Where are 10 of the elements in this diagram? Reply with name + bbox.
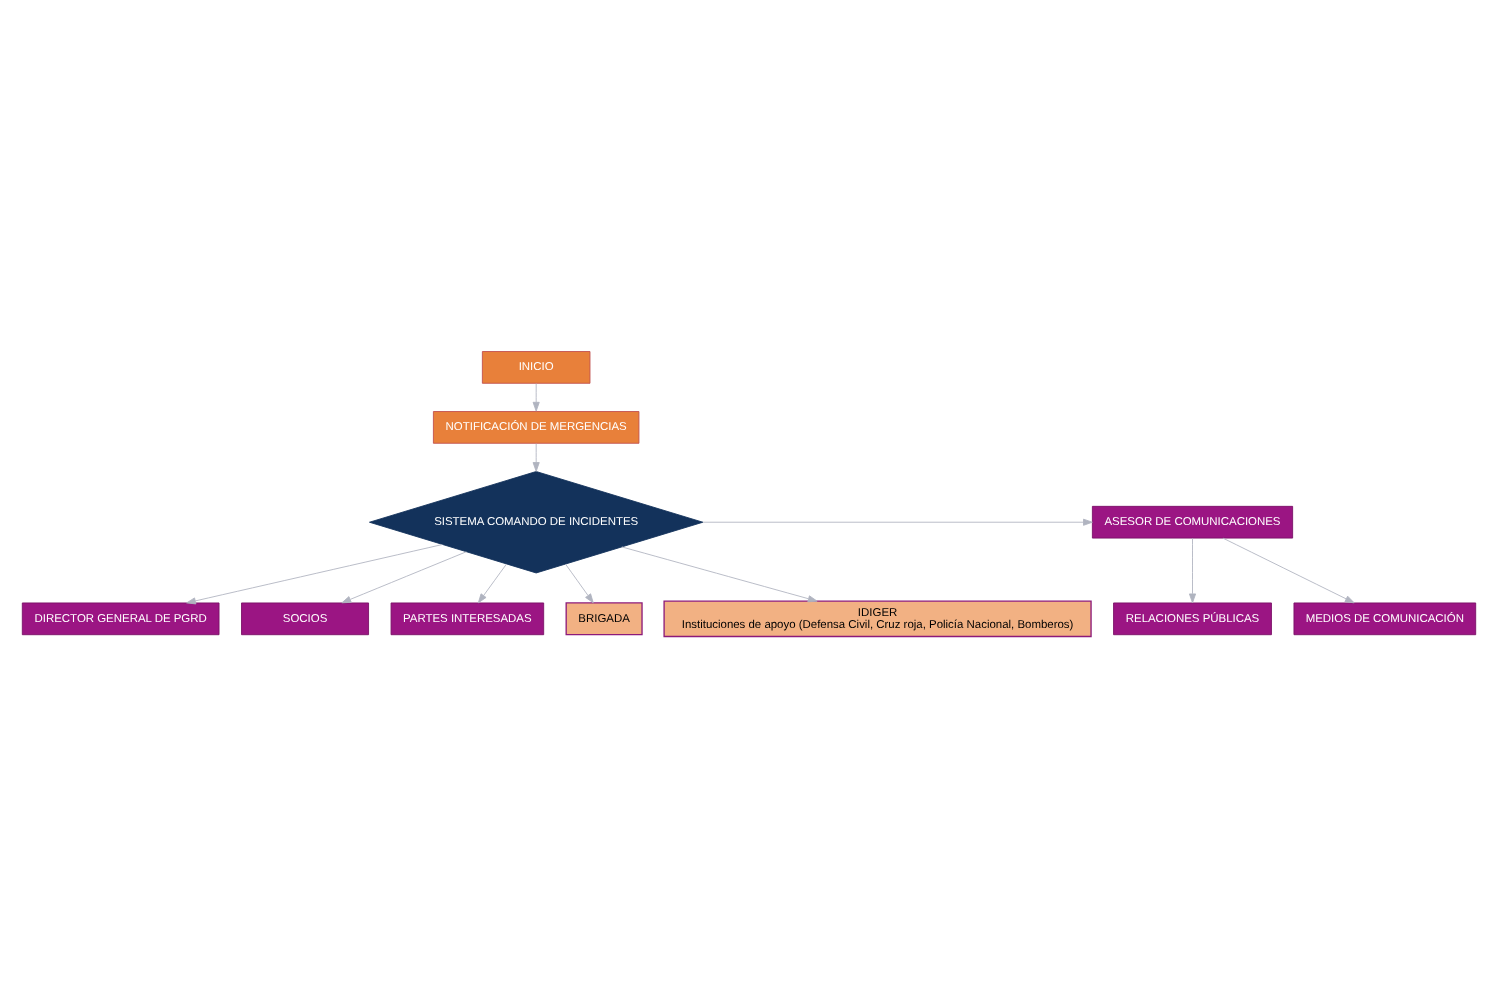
arrow — [1189, 536, 1197, 603]
arrow — [341, 550, 467, 603]
arrow — [186, 543, 443, 604]
arrow — [621, 545, 818, 602]
arrow — [1222, 536, 1355, 603]
arrow — [532, 382, 540, 411]
arrow — [532, 442, 540, 471]
arrow — [565, 562, 594, 603]
arrow — [477, 562, 507, 603]
arrow — [702, 517, 1093, 525]
